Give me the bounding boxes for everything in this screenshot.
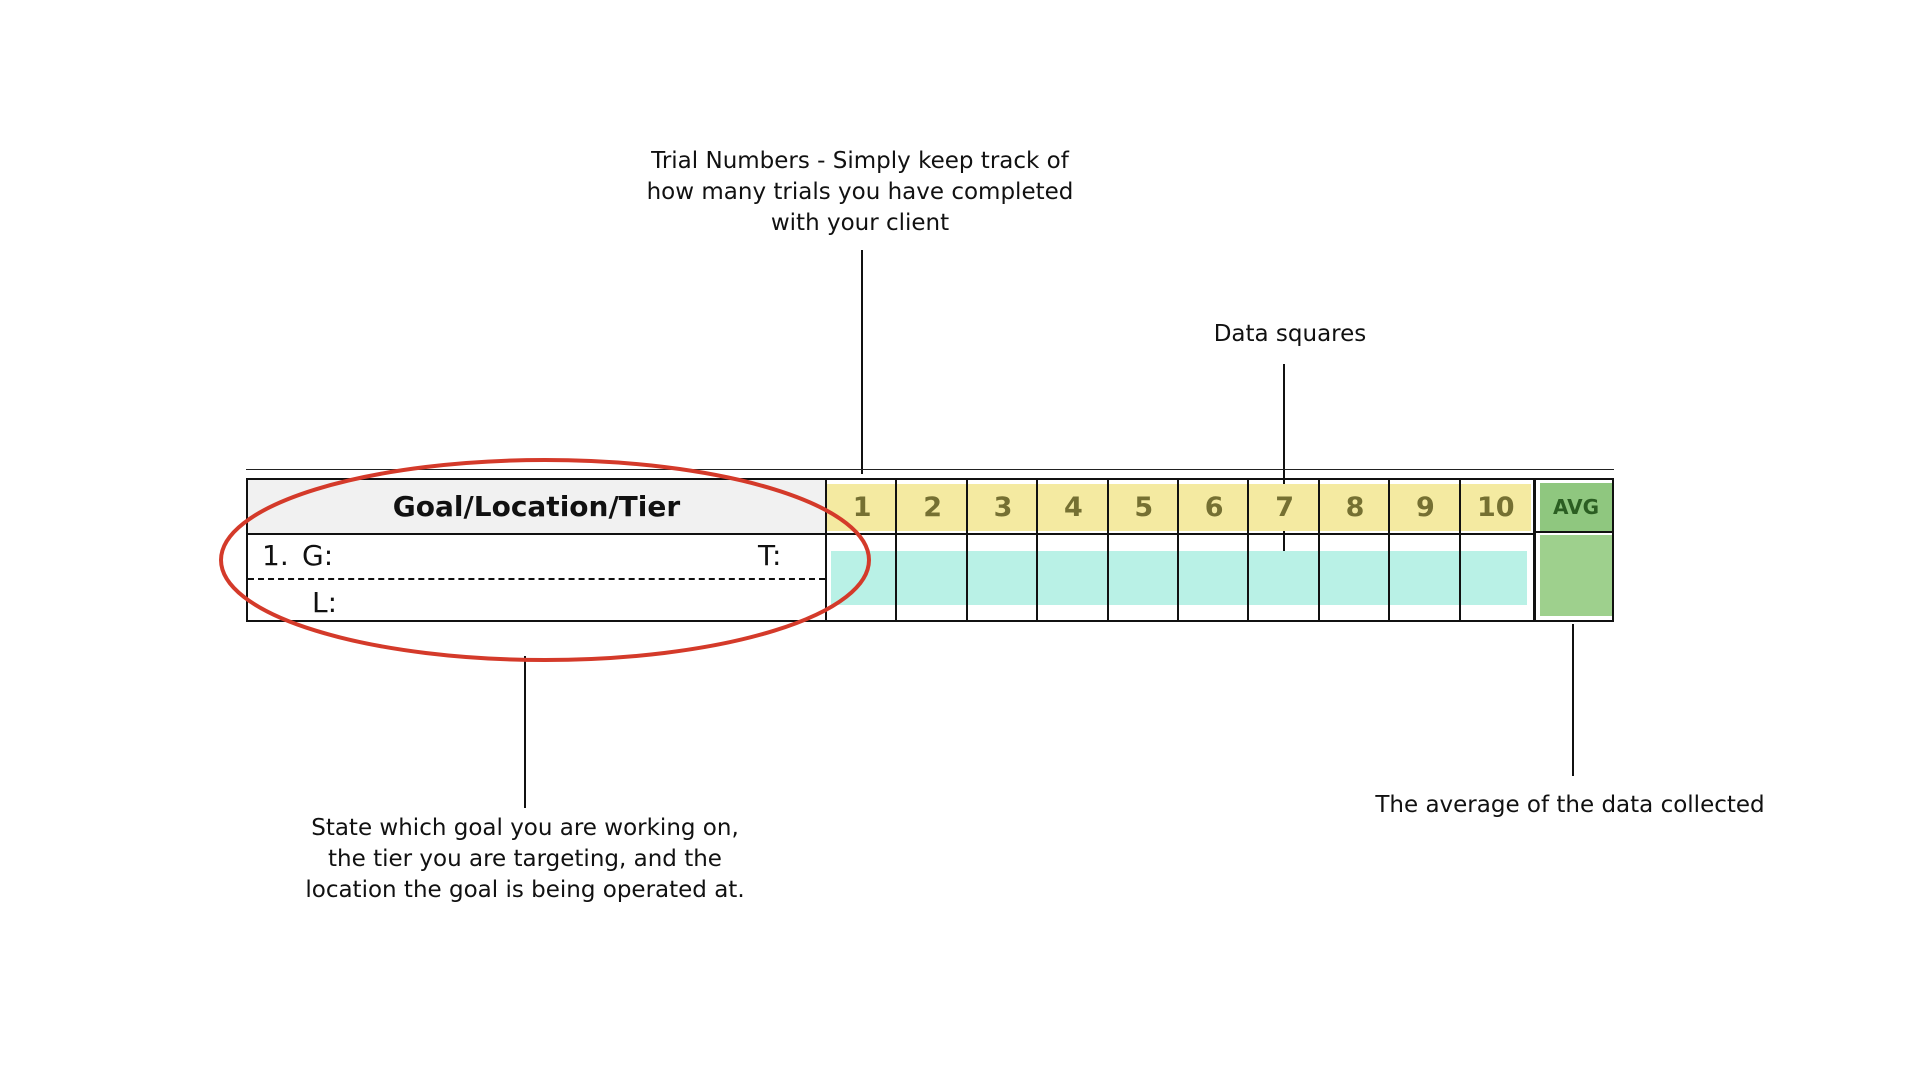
trial-number-8: 8 bbox=[1345, 492, 1365, 523]
trial-column-divider bbox=[895, 480, 897, 620]
trial-column-divider bbox=[1177, 480, 1179, 620]
goal-leader-line bbox=[524, 656, 526, 808]
row-number: 1. bbox=[262, 539, 289, 572]
goal-tier-row: 1. G: T: bbox=[248, 535, 825, 576]
data-square-4[interactable] bbox=[1038, 535, 1106, 620]
trial-column-divider bbox=[1459, 480, 1461, 620]
trial-header-rule bbox=[825, 533, 1533, 535]
trial-number-4: 4 bbox=[1063, 492, 1083, 523]
average-section: AVG bbox=[1533, 478, 1614, 622]
dashed-divider bbox=[248, 578, 825, 580]
table-top-rule bbox=[246, 469, 1614, 470]
data-square-2[interactable] bbox=[897, 535, 965, 620]
goal-description-annotation: State which goal you are working on, the… bbox=[305, 815, 745, 903]
trial-column-divider bbox=[966, 480, 968, 620]
trial-number-3: 3 bbox=[993, 492, 1013, 523]
data-square-3[interactable] bbox=[968, 535, 1036, 620]
trial-numbers-annotation: Trial Numbers - Simply keep track of how… bbox=[646, 148, 1074, 236]
data-square-7[interactable] bbox=[1249, 535, 1317, 620]
trial-number-1: 1 bbox=[852, 492, 872, 523]
goal-field-label[interactable]: G: bbox=[302, 539, 334, 572]
goal-header: Goal/Location/Tier bbox=[248, 480, 825, 535]
trial-column-divider bbox=[1388, 480, 1390, 620]
data-sheet-table: Goal/Location/Tier 1. G: T: L: 1 2 3 4 5 6 7 8 9… bbox=[246, 469, 1614, 624]
trial-number-7: 7 bbox=[1275, 492, 1294, 523]
trials-section: 1 2 3 4 5 6 7 8 9 10 bbox=[825, 478, 1533, 622]
avg-label: AVG bbox=[1552, 495, 1599, 519]
trial-numbers-header bbox=[827, 484, 1531, 531]
trial-numbers-leader-line bbox=[861, 250, 863, 474]
trial-column-divider bbox=[1036, 480, 1038, 620]
data-square-9[interactable] bbox=[1390, 535, 1458, 620]
data-square-1[interactable] bbox=[827, 535, 895, 620]
goal-location-tier-section: Goal/Location/Tier 1. G: T: L: bbox=[246, 478, 827, 622]
average-leader-line bbox=[1572, 624, 1574, 776]
avg-header: AVG bbox=[1540, 483, 1612, 531]
trial-number-5: 5 bbox=[1134, 492, 1154, 523]
trial-column-divider bbox=[1318, 480, 1320, 620]
data-squares-band bbox=[831, 551, 1527, 605]
data-square-8[interactable] bbox=[1320, 535, 1388, 620]
tier-field-label[interactable]: T: bbox=[758, 539, 782, 572]
trial-number-6: 6 bbox=[1204, 492, 1224, 523]
data-square-10[interactable] bbox=[1461, 535, 1529, 620]
trial-column-divider bbox=[1107, 480, 1109, 620]
trial-column-divider bbox=[1247, 480, 1249, 620]
goal-header-label: Goal/Location/Tier bbox=[392, 490, 681, 523]
data-square-5[interactable] bbox=[1109, 535, 1177, 620]
avg-header-rule bbox=[1536, 531, 1612, 533]
location-field-label[interactable]: L: bbox=[312, 586, 338, 619]
average-annotation: The average of the data collected bbox=[1375, 792, 1765, 818]
trial-number-9: 9 bbox=[1415, 492, 1435, 523]
data-squares-annotation: Data squares bbox=[1213, 321, 1367, 347]
trial-number-2: 2 bbox=[923, 492, 942, 523]
data-square-6[interactable] bbox=[1179, 535, 1247, 620]
avg-value-cell[interactable] bbox=[1540, 535, 1612, 616]
trial-number-10: 10 bbox=[1477, 492, 1515, 523]
